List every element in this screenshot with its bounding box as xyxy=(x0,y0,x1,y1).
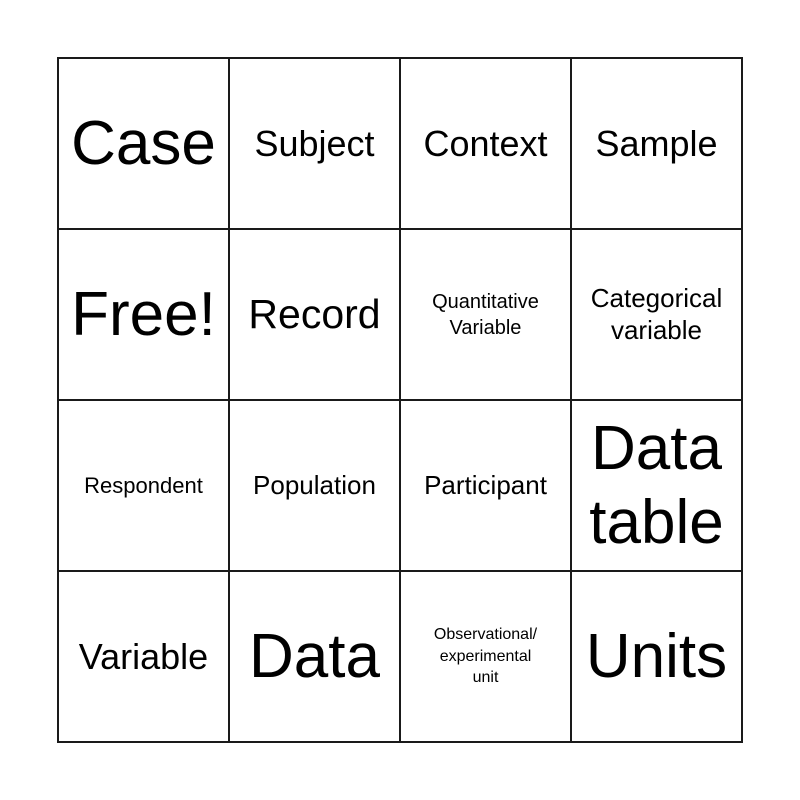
cell-label: Quantitative Variable xyxy=(432,290,539,339)
cell-label: Sample xyxy=(595,122,718,164)
bingo-board: Case Subject Context Sample Free! Record… xyxy=(57,57,743,743)
bingo-cell-categorical-variable[interactable]: Categorical variable xyxy=(572,230,743,401)
bingo-cell-respondent[interactable]: Respondent xyxy=(59,401,230,572)
bingo-cell-context[interactable]: Context xyxy=(401,59,572,230)
cell-label: Categorical variable xyxy=(590,283,723,345)
bingo-cell-population[interactable]: Population xyxy=(230,401,401,572)
bingo-cell-record[interactable]: Record xyxy=(230,230,401,401)
cell-label: Case xyxy=(71,108,216,178)
bingo-cell-variable[interactable]: Variable xyxy=(59,572,230,743)
bingo-cell-free[interactable]: Free! xyxy=(59,230,230,401)
cell-label: Subject xyxy=(254,122,375,164)
cell-label: Population xyxy=(253,469,376,500)
cell-label: Data table xyxy=(589,414,724,557)
cell-label: Record xyxy=(248,290,381,337)
cell-label: Variable xyxy=(78,635,209,677)
cell-label: Observational/ experimental unit xyxy=(433,626,538,687)
cell-label: Participant xyxy=(424,469,547,500)
bingo-cell-quantitative-variable[interactable]: Quantitative Variable xyxy=(401,230,572,401)
bingo-cell-data-table[interactable]: Data table xyxy=(572,401,743,572)
bingo-cell-sample[interactable]: Sample xyxy=(572,59,743,230)
cell-label: Free! xyxy=(71,279,216,349)
cell-label: Respondent xyxy=(84,473,203,498)
bingo-cell-subject[interactable]: Subject xyxy=(230,59,401,230)
bingo-cell-observational-unit[interactable]: Observational/ experimental unit xyxy=(401,572,572,743)
bingo-cell-units[interactable]: Units xyxy=(572,572,743,743)
bingo-cell-participant[interactable]: Participant xyxy=(401,401,572,572)
bingo-cell-data[interactable]: Data xyxy=(230,572,401,743)
bingo-cell-case[interactable]: Case xyxy=(59,59,230,230)
cell-label: Data xyxy=(249,621,380,691)
cell-label: Units xyxy=(585,621,728,691)
cell-label: Context xyxy=(423,122,548,164)
